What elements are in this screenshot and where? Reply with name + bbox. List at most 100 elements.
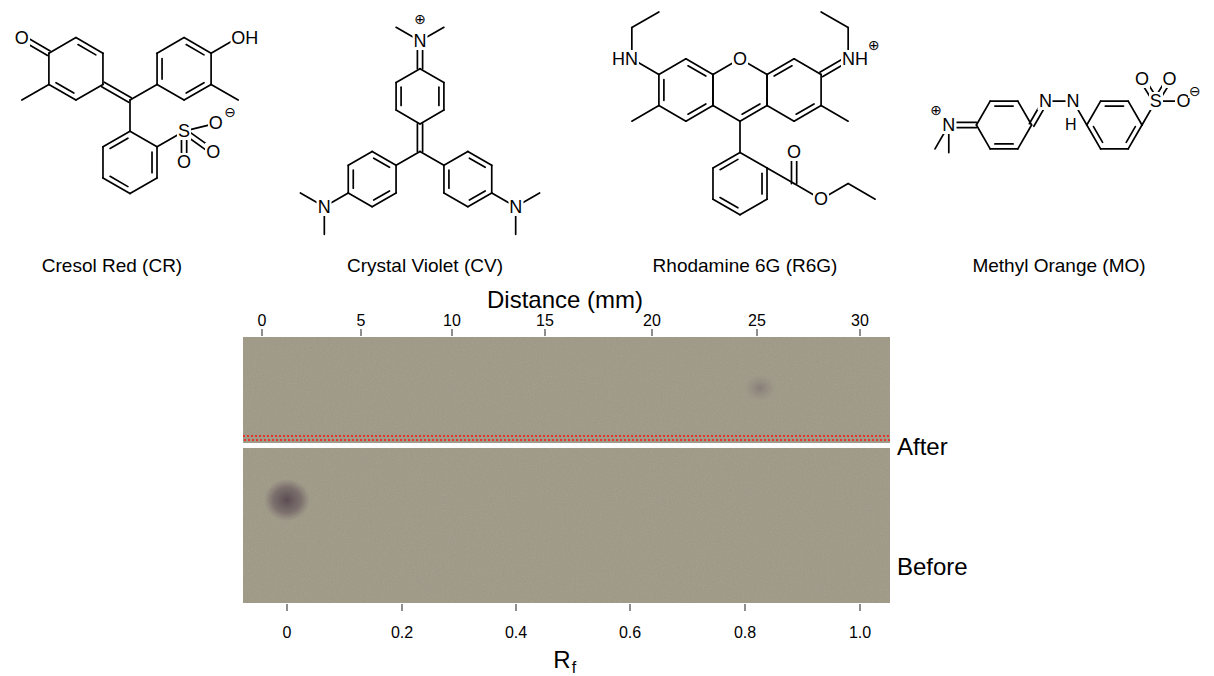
- bond-line: [210, 53, 212, 84]
- atom-label: N: [1066, 92, 1081, 110]
- front-line: [243, 435, 890, 437]
- bond-line: [658, 74, 660, 105]
- bond-line: [396, 152, 420, 166]
- tick-label: 20: [643, 313, 661, 329]
- bond-line: [104, 82, 131, 98]
- bond-line: [1018, 125, 1032, 149]
- bond-line: [740, 152, 767, 168]
- bond-line: [659, 106, 686, 122]
- atom-label: O: [14, 29, 30, 47]
- bond-line: [712, 168, 714, 199]
- tick-marks: [262, 329, 860, 611]
- bond-line: [348, 152, 372, 166]
- bond-line: [767, 106, 794, 122]
- bond-line: [1105, 105, 1123, 107]
- bond-line: [157, 38, 184, 54]
- bond-line: [420, 110, 444, 124]
- bond-line: [1128, 101, 1142, 125]
- bond-line: [48, 53, 50, 84]
- tick-label: 0.4: [505, 625, 527, 641]
- bond-line: [1101, 148, 1129, 150]
- bond-line: [395, 83, 397, 111]
- bond-line: [739, 121, 741, 152]
- bond-line: [352, 170, 354, 188]
- bond-line: [767, 168, 794, 184]
- atom-label: O: [732, 50, 748, 68]
- bond-line: [151, 152, 153, 173]
- tick-label: 1.0: [849, 625, 871, 641]
- atom-label: O: [1162, 70, 1178, 88]
- bond-line: [186, 45, 204, 55]
- bond-line: [469, 191, 485, 200]
- tlc-strips: [243, 337, 890, 603]
- atom-label: H: [1064, 117, 1078, 133]
- bond-line: [766, 74, 768, 105]
- bond-line: [848, 184, 875, 200]
- strip-texture: [243, 337, 890, 443]
- bond-line: [688, 66, 706, 76]
- bond-line: [110, 176, 128, 186]
- atom-label: N: [508, 198, 523, 216]
- bond-line: [396, 69, 420, 83]
- dye-name: Cresol Red (CR): [42, 256, 182, 275]
- front-line: [244, 439, 890, 441]
- bond-line: [821, 106, 848, 122]
- bond-line: [211, 84, 238, 100]
- atom-label: O: [205, 143, 221, 161]
- axis-title: Distance (mm): [487, 288, 643, 312]
- bond-line: [995, 143, 1013, 145]
- dye-name: Methyl Orange (MO): [972, 256, 1145, 275]
- bond-line: [632, 12, 659, 28]
- bond-line: [720, 159, 738, 169]
- atom-label: O: [1134, 70, 1150, 88]
- charge-sign: ⊖: [223, 105, 237, 119]
- bond-line: [130, 131, 157, 147]
- bond-line: [766, 74, 768, 105]
- bond-line: [720, 198, 738, 208]
- bond-line: [713, 106, 740, 122]
- bond-line: [417, 124, 419, 152]
- bond-line: [766, 168, 768, 199]
- atom-label: N: [1038, 92, 1053, 110]
- atom-label: N: [413, 32, 428, 50]
- atom-label: OH: [230, 29, 259, 47]
- bond-line: [156, 147, 158, 178]
- tick-label: 30: [851, 313, 869, 329]
- strip-label: After: [897, 435, 948, 459]
- bond-line: [130, 84, 157, 100]
- bond-line: [348, 193, 372, 207]
- tick-label: 15: [536, 313, 554, 329]
- tick-label: 0: [283, 625, 292, 641]
- bond-line: [448, 170, 450, 188]
- bond-line: [659, 59, 686, 75]
- bond-line: [444, 152, 468, 166]
- bond-line: [347, 165, 349, 193]
- bond-line: [469, 158, 485, 167]
- bond-line: [491, 165, 493, 193]
- charge-sign: ⊕: [413, 12, 427, 26]
- bond-line: [186, 83, 204, 93]
- molecule-bonds: [21, 12, 1184, 234]
- bond-line: [420, 152, 444, 166]
- bond-line: [1126, 127, 1135, 143]
- bond-line: [400, 87, 402, 105]
- tick-label: 0.8: [734, 625, 756, 641]
- atom-label: O: [208, 114, 224, 132]
- bond-line: [742, 104, 760, 114]
- bond-line: [821, 12, 848, 28]
- bond-line: [110, 138, 128, 148]
- strip-texture: [243, 448, 890, 603]
- bond-line: [774, 66, 792, 76]
- bond-line: [396, 110, 420, 124]
- bond-line: [1018, 101, 1032, 125]
- tick-label: 5: [357, 313, 366, 329]
- bond-line: [663, 80, 665, 101]
- axis-title: R: [553, 648, 570, 672]
- charge-sign: ⊖: [1188, 84, 1202, 98]
- bond-line: [1093, 127, 1102, 143]
- bond-line: [761, 173, 763, 194]
- bond-line: [990, 100, 1018, 102]
- atom-label: O: [176, 153, 192, 171]
